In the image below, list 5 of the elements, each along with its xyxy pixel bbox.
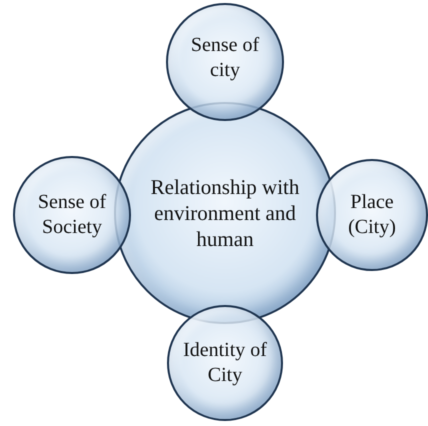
node-label: Place (City) bbox=[347, 190, 397, 240]
node-label: Identity of City bbox=[182, 338, 268, 388]
node-label: Sense of city bbox=[190, 33, 260, 83]
node-label: Relationship with environment and human bbox=[150, 174, 300, 252]
node-label: Sense of Society bbox=[36, 190, 108, 240]
